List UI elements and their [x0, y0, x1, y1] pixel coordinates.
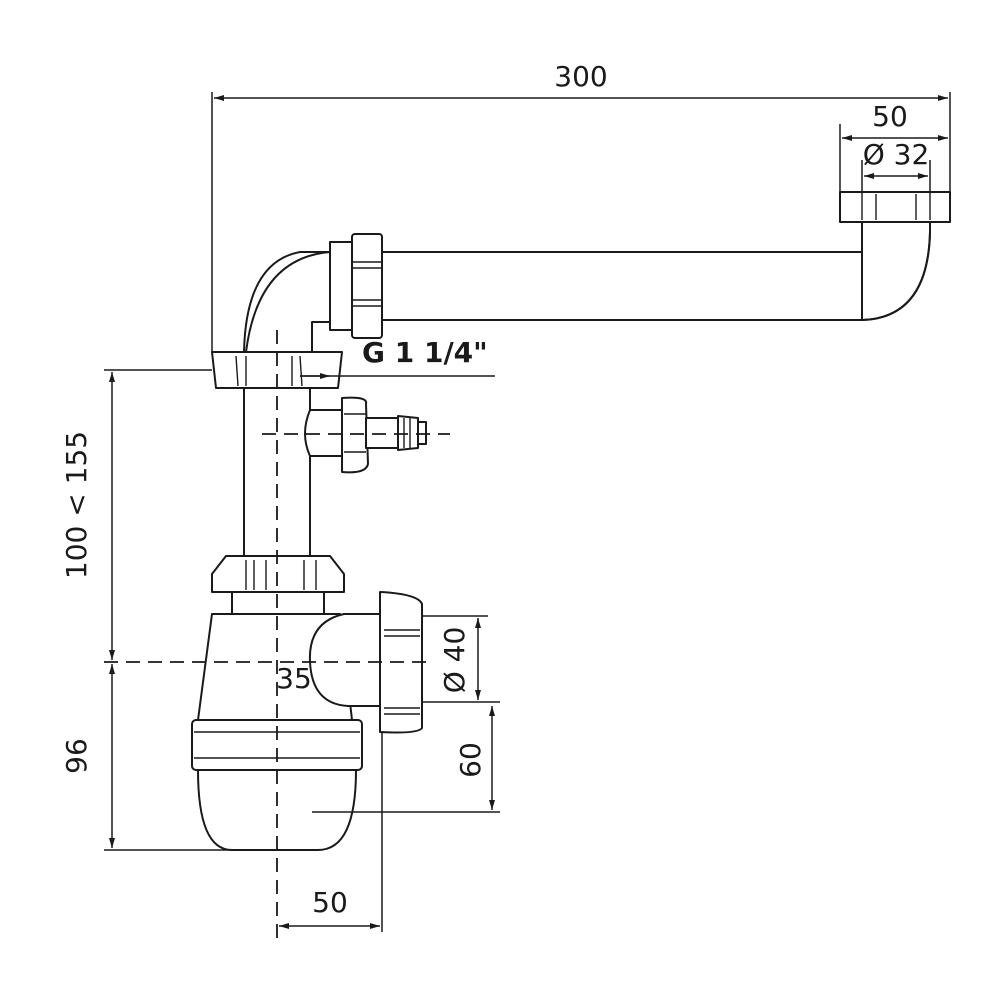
pipe-union-nut — [329, 233, 383, 339]
label-96: 96 — [60, 738, 93, 774]
dimension-d40 — [422, 615, 500, 703]
label-35: 35 — [276, 662, 312, 695]
label-300: 300 — [554, 60, 607, 93]
top-threaded-nut — [211, 351, 343, 389]
label-d32: Ø 32 — [863, 138, 930, 171]
label-50-outlet: 50 — [872, 100, 908, 133]
dimension-96 — [104, 664, 232, 851]
dimension-60 — [312, 706, 500, 813]
thread-leader — [104, 369, 495, 379]
label-thread: G 1 1/4" — [362, 336, 488, 369]
dimension-300 — [211, 92, 951, 352]
horizontal-drain-pipe — [243, 191, 951, 353]
hose-connector — [304, 396, 427, 474]
dimension-50-bottom — [279, 732, 383, 932]
label-60: 60 — [454, 742, 487, 778]
trap-neck — [231, 591, 325, 615]
label-d40: Ø 40 — [438, 627, 471, 694]
label-50-bottom: 50 — [312, 886, 348, 919]
dimension-50-outlet — [839, 124, 948, 192]
center-lines — [104, 330, 450, 940]
dimension-d32 — [861, 160, 931, 194]
label-height-range: 100 < 155 — [60, 431, 93, 579]
middle-nut — [211, 555, 345, 593]
